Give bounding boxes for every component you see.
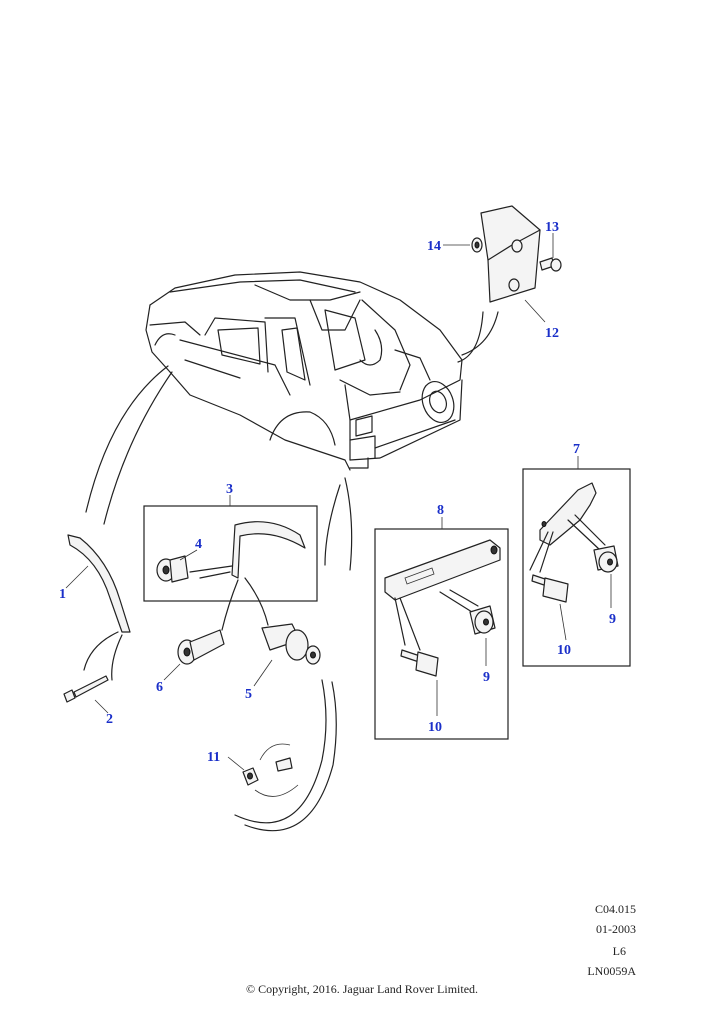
callout-10-box8: 10 (428, 720, 442, 735)
bolt-part-13 (539, 257, 562, 272)
callout-9-box8: 9 (483, 670, 490, 685)
callout-1: 1 (59, 587, 66, 602)
callout-13: 13 (545, 220, 559, 235)
bracket-part-12 (480, 205, 541, 303)
nut-part-11 (242, 757, 293, 786)
callout-6: 6 (156, 680, 163, 695)
screw-part-10-box7 (531, 574, 569, 603)
kit-box-part-8 (374, 528, 509, 740)
rivet-part-2 (63, 675, 109, 703)
reference-line3: L6 (612, 944, 626, 958)
callout-10-box7: 10 (557, 643, 571, 658)
callout-leaders (65, 233, 612, 771)
leader-lines (83, 311, 499, 681)
arch-extension-part-3 (189, 521, 306, 579)
callout-8: 8 (437, 503, 444, 518)
kit-box-part-3 (143, 505, 318, 602)
copyright-notice: © Copyright, 2016. Jaguar Land Rover Lim… (245, 982, 479, 996)
callout-9-box7: 9 (609, 612, 616, 627)
fir-tree-clip-part-5 (261, 623, 321, 665)
callout-11: 11 (207, 750, 220, 765)
callout-4: 4 (195, 537, 202, 552)
mud-flap-part-8 (384, 539, 501, 651)
wheel-arch-liner (234, 679, 337, 832)
callout-3: 3 (226, 482, 233, 497)
push-clip-part-6 (177, 629, 225, 665)
callout-14: 14 (427, 239, 441, 254)
screw-part-10-box8 (400, 649, 439, 677)
vehicle-body-shell (145, 271, 463, 471)
nut-part-14 (471, 237, 483, 253)
mud-flap-part-7 (529, 482, 606, 573)
reference-code: C04.015 (594, 902, 636, 916)
clip-part-9-box7 (593, 545, 619, 573)
callout-7: 7 (573, 442, 580, 457)
callout-5: 5 (245, 687, 252, 702)
clip-part-9-box8 (469, 605, 496, 635)
callout-2: 2 (106, 712, 113, 727)
reference-date: 01-2003 (596, 922, 636, 936)
clip-part-4 (156, 555, 189, 583)
illustration-number: LN0059A (587, 964, 636, 978)
callout-labels: 1 2 3 4 5 6 7 8 9 10 9 10 11 12 13 14 (59, 220, 616, 765)
kit-box-part-7 (522, 468, 631, 667)
callout-12: 12 (545, 326, 559, 341)
wheel-arch-moulding-part-1 (67, 534, 131, 633)
